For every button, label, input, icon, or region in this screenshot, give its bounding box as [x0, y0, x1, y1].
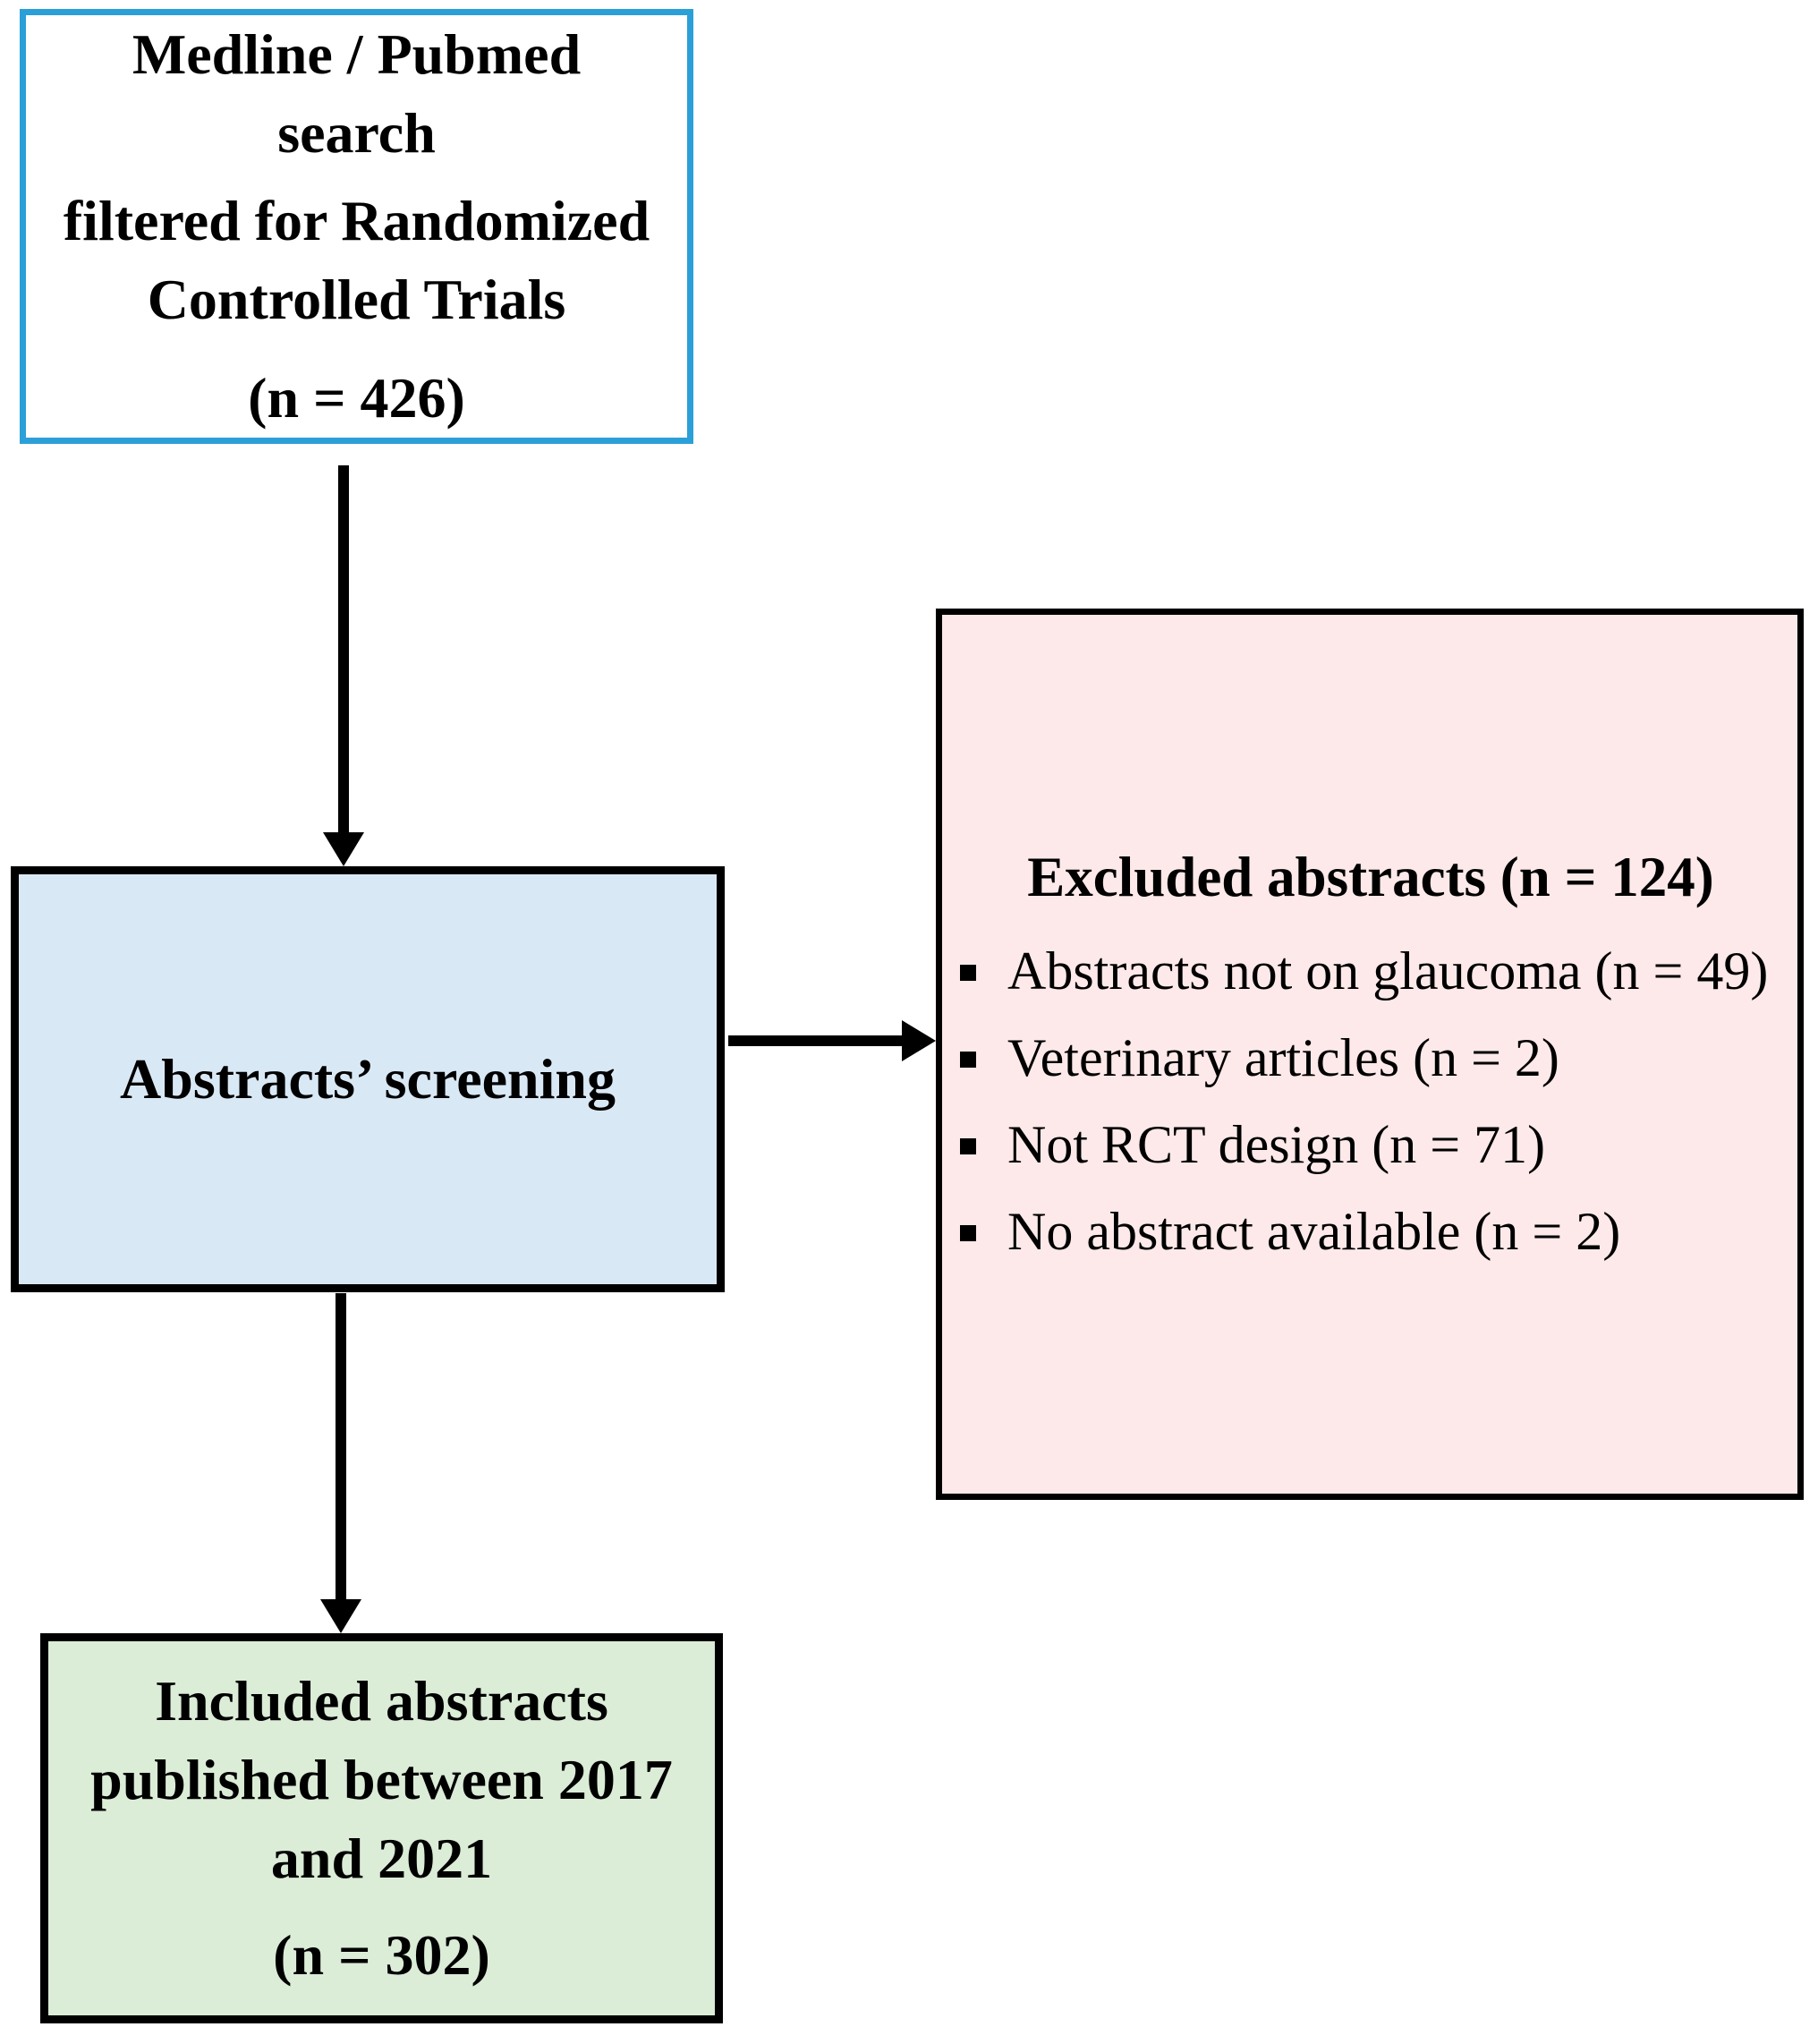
bullet-square-icon: [960, 1138, 976, 1154]
included-box-line2: published between 2017: [90, 1748, 673, 1811]
included-box-count: (n = 302): [273, 1923, 490, 1987]
arrow-down-icon: [323, 832, 364, 866]
arrow-screening-to-included-stem: [336, 1293, 346, 1601]
arrow-search-to-screening-stem: [338, 465, 349, 836]
arrow-screening-to-excluded-stem: [728, 1035, 904, 1046]
search-box-count: (n = 426): [248, 366, 465, 430]
bullet-square-icon: [960, 1052, 976, 1068]
excluded-box-title: Excluded abstracts (n = 124): [1027, 845, 1714, 908]
bullet-square-icon: [960, 1225, 976, 1241]
arrow-right-icon: [902, 1020, 936, 1061]
search-box: Medline / Pubmed search filtered for Ran…: [20, 9, 693, 444]
excluded-item: Not RCT design (n = 71): [960, 1102, 1781, 1188]
arrow-down-icon: [320, 1599, 361, 1633]
included-box: Included abstracts published between 201…: [40, 1633, 723, 2023]
screening-box-label: Abstracts’ screening: [120, 1047, 616, 1111]
search-box-line4: Controlled Trials: [147, 268, 566, 331]
search-box-line3: filtered for Randomized: [63, 189, 650, 252]
included-box-line1: Included abstracts: [155, 1669, 608, 1733]
excluded-item-label: No abstract available (n = 2): [1007, 1201, 1621, 1261]
excluded-item-label: Abstracts not on glaucoma (n = 49): [1007, 941, 1769, 1001]
excluded-item: Abstracts not on glaucoma (n = 49): [960, 928, 1781, 1015]
screening-box: Abstracts’ screening: [11, 866, 725, 1292]
search-box-line2: search: [277, 101, 436, 165]
bullet-square-icon: [960, 965, 976, 981]
excluded-item: Veterinary articles (n = 2): [960, 1015, 1781, 1102]
excluded-item-label: Not RCT design (n = 71): [1007, 1114, 1546, 1174]
excluded-item: No abstract available (n = 2): [960, 1188, 1781, 1275]
excluded-box: Excluded abstracts (n = 124) Abstracts n…: [936, 609, 1804, 1500]
excluded-item-label: Veterinary articles (n = 2): [1007, 1027, 1559, 1087]
search-box-line1: Medline / Pubmed: [132, 22, 582, 86]
included-box-line3: and 2021: [270, 1827, 493, 1890]
